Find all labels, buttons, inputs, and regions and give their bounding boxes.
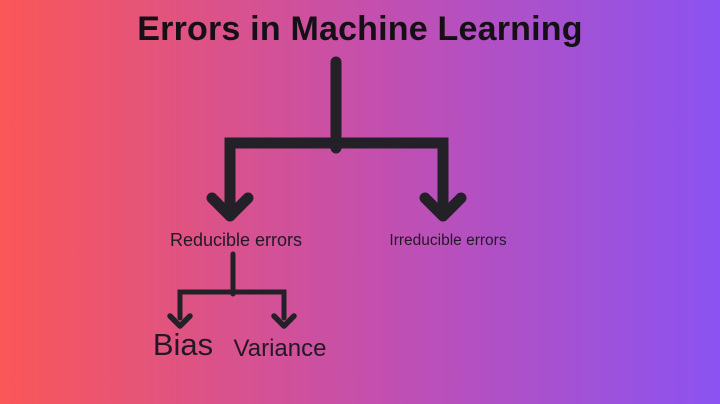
level1-arrow-right-icon (419, 192, 467, 222)
node-reducible-errors: Reducible errors (169, 230, 303, 250)
level1-branch-line (224, 137, 449, 215)
node-bias: Bias (152, 327, 214, 362)
level2-arrow-right-icon (271, 313, 297, 329)
node-variance: Variance (233, 335, 327, 362)
level1-arrow-left-icon (206, 192, 254, 222)
diagram-title: Errors in Machine Learning (137, 10, 583, 48)
level2-branch-line (177, 289, 287, 321)
level2-arrow-left-icon (167, 313, 193, 329)
node-irreducible-errors: Irreducible errors (389, 232, 507, 249)
